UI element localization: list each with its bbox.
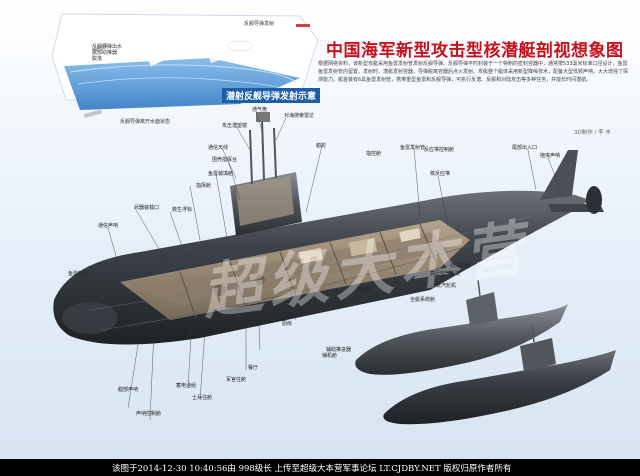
credit-text: 3D制作 / 李 丰 [574, 130, 611, 136]
inset-label: 反舰导弹出水 尾部助推器 脱落 [92, 44, 123, 62]
part-label: 全艇系统舱 [410, 297, 436, 303]
part-label: 鱼雷舱口 [68, 271, 89, 277]
part-label: 对海搜索雷达 [284, 113, 315, 119]
intro-text: 根据网络资料，该新型攻艇采用鱼雷发射管发射反舰导弹。反舰导弹平时封装于一个特制的… [318, 61, 629, 83]
part-label: 反应堆控制舱 [424, 147, 455, 153]
part-label: 蒸汽轮机 [436, 283, 457, 289]
part-label: 射流泵 [356, 287, 372, 293]
part-label: 餐厅 [248, 365, 259, 371]
part-label: 核反应堆 [430, 171, 451, 177]
part-label: 军官住舱 [226, 377, 247, 383]
part-label: 武器装载口 [134, 205, 160, 211]
inset-label: 反舰导弹离开水面状态 [120, 119, 171, 125]
part-label: 尾部出入口 [512, 145, 538, 151]
part-label: 艏部声呐 [118, 387, 139, 393]
part-label: 厨房 [282, 321, 293, 327]
part-label: 艏舵 [316, 143, 327, 149]
part-label: 动力机舱 [450, 263, 471, 269]
part-label: 指控舱 [366, 151, 382, 157]
submarine-side-view-2 [383, 325, 616, 425]
part-label: 指挥舱 [196, 183, 212, 189]
inset-label: 反舰导弹发射 [244, 21, 275, 27]
part-label: 通气桅 [252, 107, 268, 113]
inset-title: 潜射反舰导弹发射示意 [222, 88, 321, 103]
footer-bar: 该图于2014-12-30 10:40:56由 998级长 上传至超级大本营军事… [0, 459, 640, 476]
part-label: 辅助推进器 [326, 347, 352, 353]
part-label: 鱼雷发射管 [400, 145, 426, 151]
missile-icon [91, 43, 109, 53]
part-label: 声呐控制舱 [136, 411, 162, 417]
part-label: 鱼雷装填舱 [208, 171, 234, 177]
part-label: 通信天线 [208, 145, 229, 151]
missile-icon [83, 109, 103, 119]
part-label: 拖曳声呐 [540, 153, 561, 159]
part-label: 蓄电池组 [176, 383, 197, 389]
leader-lines [95, 111, 561, 421]
part-label: 铺机舱 [322, 353, 338, 359]
part-label: 攻击潜望镜 [222, 123, 248, 129]
submarine-side-view-1 [355, 279, 568, 375]
footer-text: 该图于2014-12-30 10:40:56由 998级长 上传至超级大本营军事… [112, 464, 512, 474]
main-submarine [53, 112, 604, 345]
part-label: 士兵住舱 [192, 395, 213, 401]
part-label: 高压空气系统 [430, 271, 461, 277]
missile-icon [296, 24, 310, 27]
part-label: 围壳指挥台 [212, 157, 238, 163]
part-label: 救生浮标 [172, 207, 193, 213]
page-title: 中国海军新型攻击型核潜艇剖视想象图 [326, 41, 624, 61]
part-label: 通信声呐 [98, 223, 119, 229]
